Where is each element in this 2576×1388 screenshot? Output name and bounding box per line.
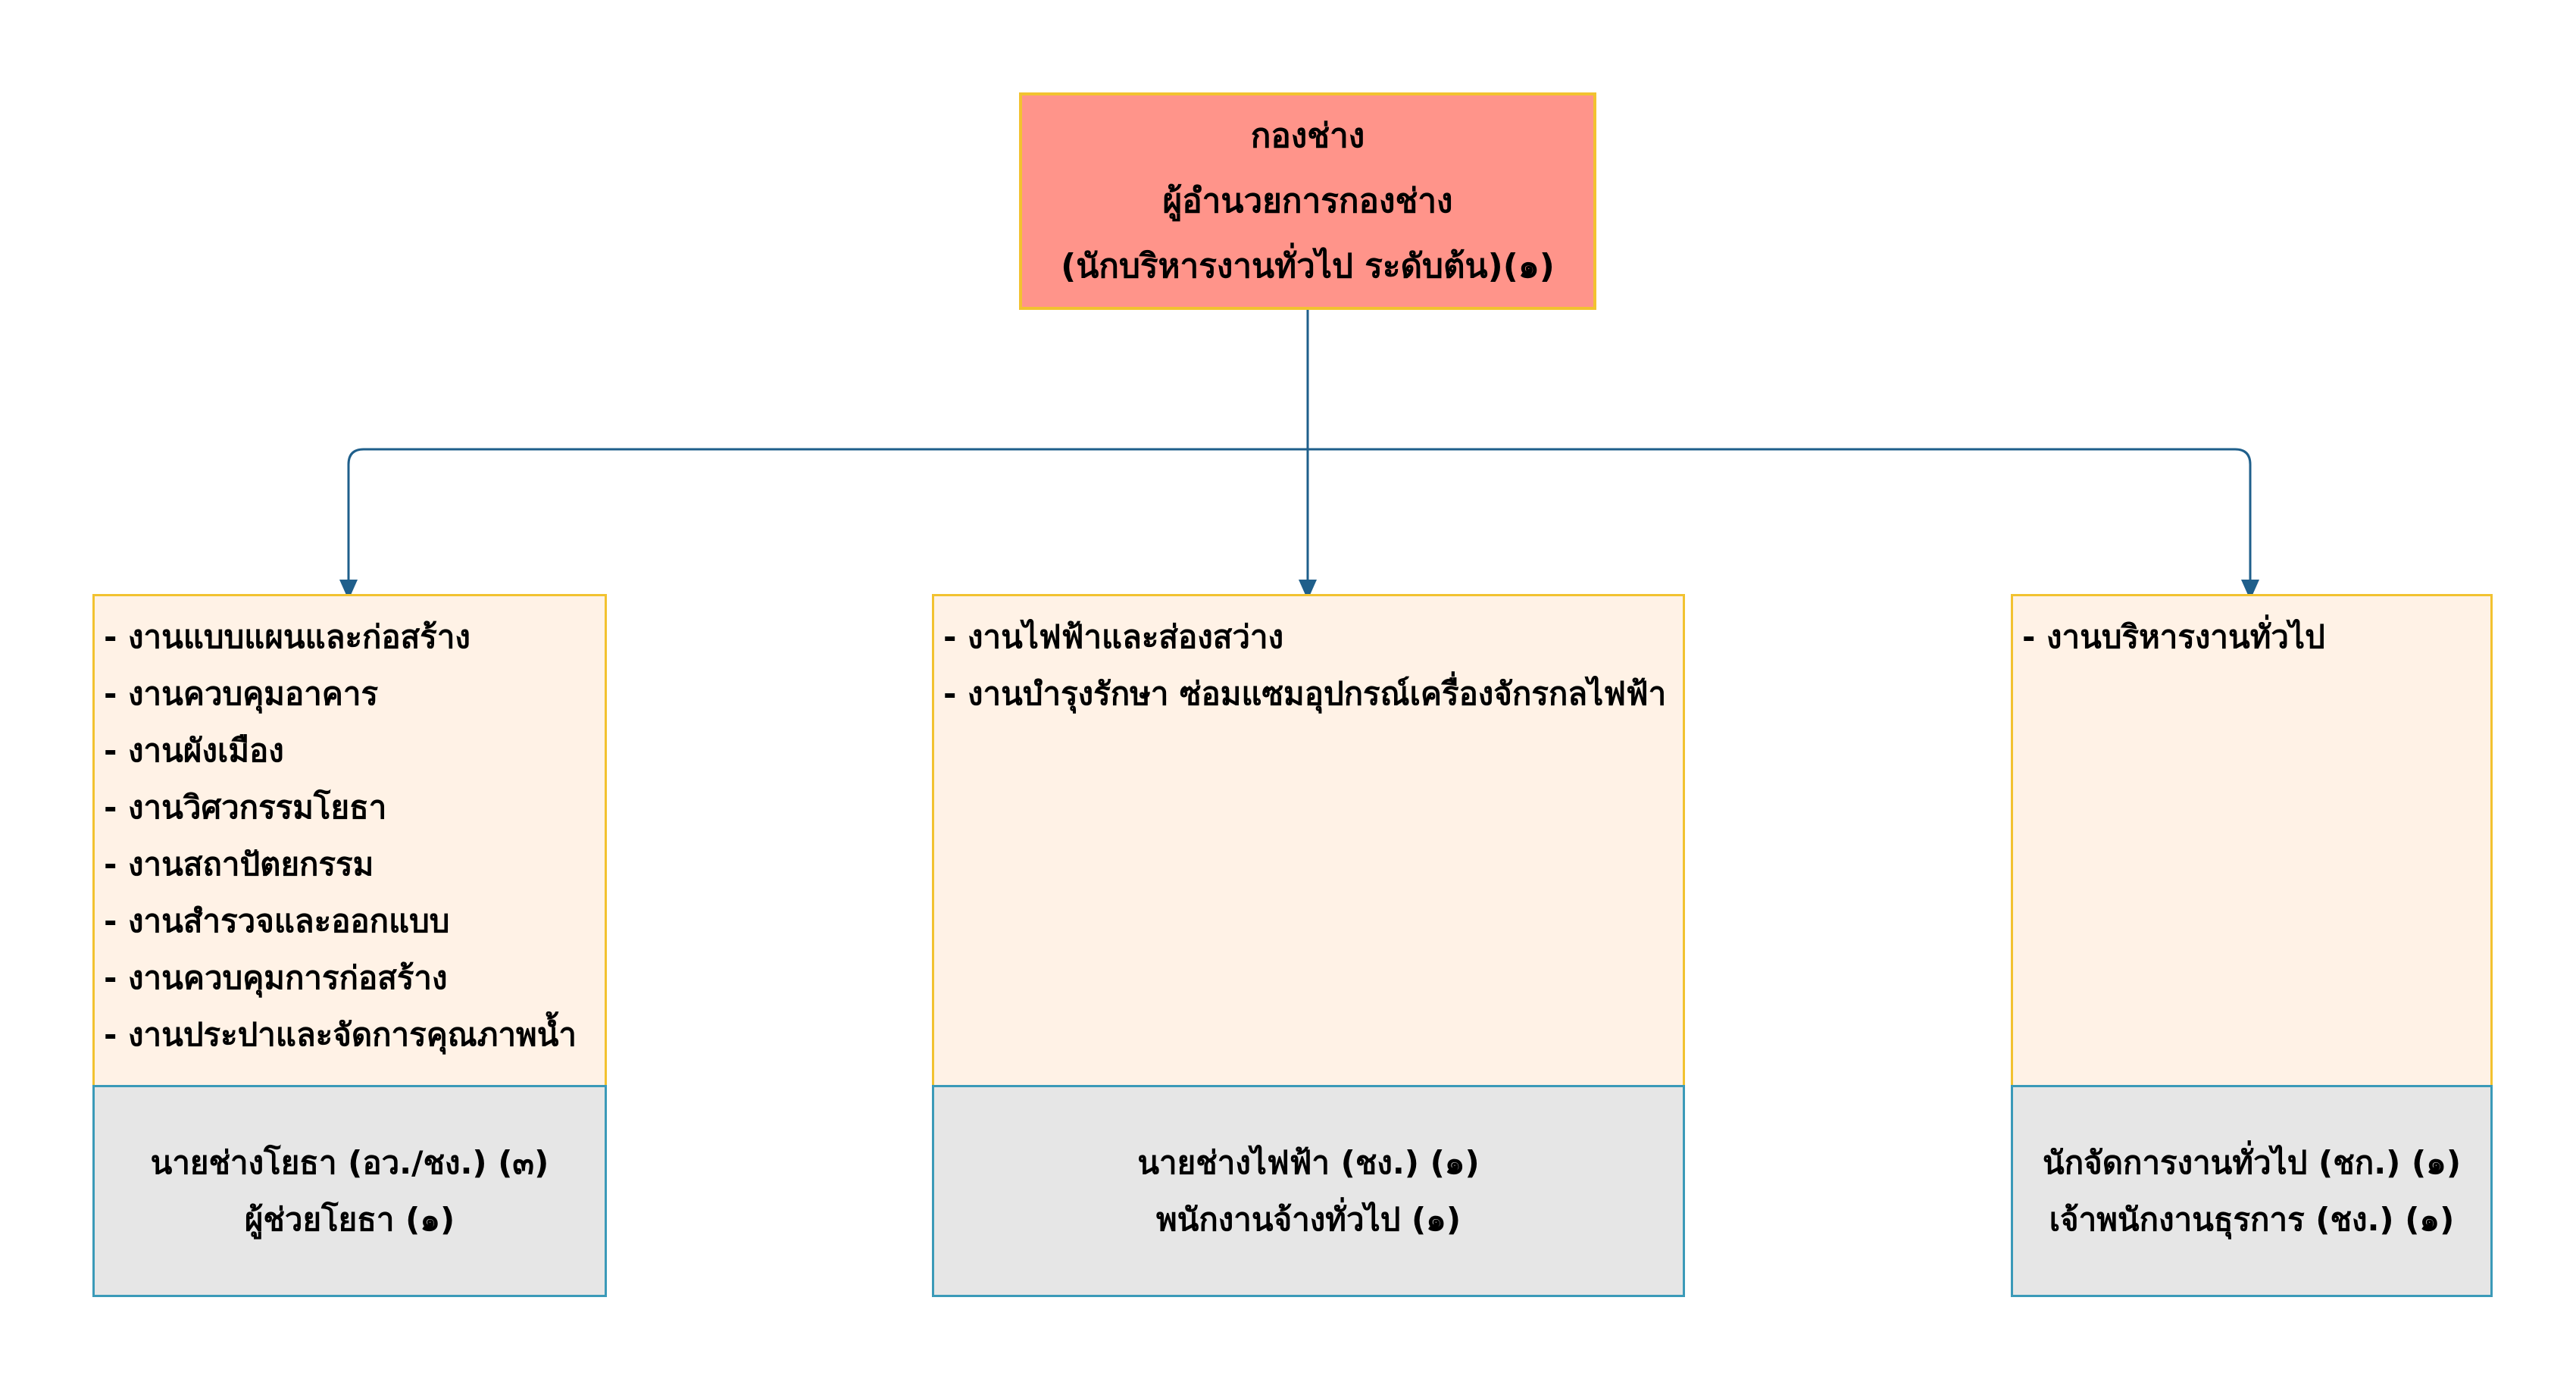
staff-position: พนักงานจ้างทั่วไป (๑) xyxy=(1155,1201,1462,1238)
duty-item: - งานไฟฟ้าและส่องสว่าง xyxy=(943,618,1284,655)
division-director-title: ผู้อำนวยการกองช่าง xyxy=(1162,181,1453,220)
unit-staff-box-administration: นักจัดการงานทั่วไป (ชก.) (๑) เจ้าพนักงาน… xyxy=(2011,1085,2493,1297)
unit-duties-box-administration: - งานบริหารงานทั่วไป xyxy=(2011,594,2493,1087)
connector-arrow-right xyxy=(2234,448,2259,600)
division-name: กองช่าง xyxy=(1250,116,1365,155)
unit-staff-box-civil: นายช่างโยธา (อว./ชง.) (๓) ผู้ช่วยโยธา (๑… xyxy=(92,1085,607,1297)
division-head-box: กองช่าง ผู้อำนวยการกองช่าง (นักบริหารงาน… xyxy=(1019,92,1596,310)
staff-position: นายช่างไฟฟ้า (ชง.) (๑) xyxy=(1137,1144,1480,1181)
duty-item: - งานผังเมือง xyxy=(104,732,284,769)
unit-duties-box-electrical: - งานไฟฟ้าและส่องสว่าง - งานบำรุงรักษา ซ… xyxy=(932,594,1685,1087)
duty-item: - งานควบคุมการก่อสร้าง xyxy=(104,959,448,996)
duty-item: - งานวิศวกรรมโยธา xyxy=(104,789,387,826)
duty-item: - งานควบคุมอาคาร xyxy=(104,675,379,712)
staff-position: เจ้าพนักงานธุรการ (ชง.) (๑) xyxy=(2049,1201,2455,1238)
staff-position: นายช่างโยธา (อว./ชง.) (๓) xyxy=(150,1144,549,1181)
duty-item: - งานประปาและจัดการคุณภาพน้ำ xyxy=(104,1016,577,1053)
duty-item: - งานสถาปัตยกรรม xyxy=(104,846,374,883)
duty-item: - งานบริหารงานทั่วไป xyxy=(2022,618,2325,655)
duty-item: - งานแบบแผนและก่อสร้าง xyxy=(104,618,470,655)
duty-item: - งานบำรุงรักษา ซ่อมแซมอุปกรณ์เครื่องจัก… xyxy=(943,675,1667,712)
duty-item: - งานสำรวจและออกแบบ xyxy=(104,902,450,939)
staff-position: ผู้ช่วยโยธา (๑) xyxy=(244,1201,455,1238)
division-director-rank: (นักบริหารงานทั่วไป ระดับต้น)(๑) xyxy=(1061,246,1555,286)
staff-position: นักจัดการงานทั่วไป (ชก.) (๑) xyxy=(2042,1144,2462,1181)
connector-arrow-left xyxy=(339,448,364,600)
unit-duties-box-civil: - งานแบบแผนและก่อสร้าง - งานควบคุมอาคาร … xyxy=(92,594,607,1087)
unit-staff-box-electrical: นายช่างไฟฟ้า (ชง.) (๑) พนักงานจ้างทั่วไป… xyxy=(932,1085,1685,1297)
